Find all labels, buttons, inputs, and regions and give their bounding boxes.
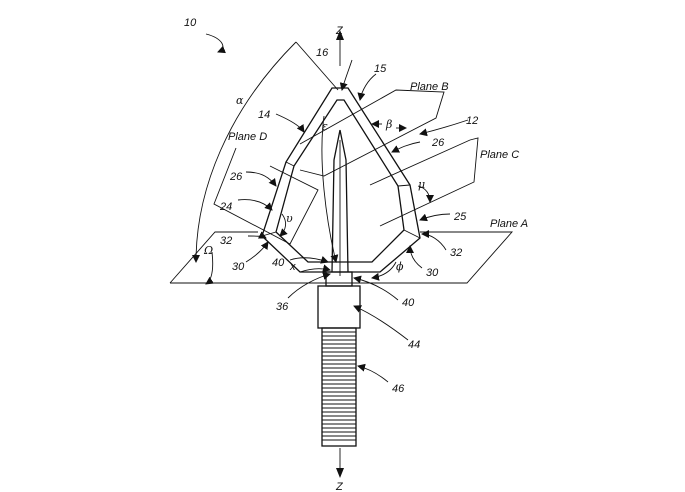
ref-25: 25 [453,211,467,223]
plane-c-label: Plane C [480,149,519,161]
ref-32-left: 32 [220,235,232,247]
plane-a [169,231,513,284]
plane-d-label: Plane D [228,131,267,143]
angle-alpha: α [236,94,244,107]
angle-symbols: α β ε μ υ Ω x ϕ [203,94,425,273]
plane-d [213,147,319,245]
plane-b [299,89,445,177]
plane-a-label: Plane A [490,218,528,230]
angle-beta: β [385,118,392,131]
z-axis-top-label: Z [335,25,344,37]
ferrule [317,271,361,329]
angle-mu: μ [418,178,425,191]
ref-16: 16 [316,47,329,59]
blade-body [261,87,421,273]
ref-12: 12 [466,115,478,127]
ref-14: 14 [258,109,270,121]
center-spike [331,129,349,276]
plane-labels: Plane B Plane C Plane D Plane A [228,81,528,230]
angle-omega: Ω [203,244,213,257]
plane-b-label: Plane B [410,81,449,93]
angle-upsilon: υ [286,212,293,225]
ref-44: 44 [408,339,420,351]
ref-40-left: 40 [272,257,285,269]
threaded-shank [321,327,357,447]
leader-lines [192,33,469,383]
ref-26-right: 26 [431,137,445,149]
reference-numerals: 10 16 15 14 12 26 26 24 25 32 32 30 30 4… [184,17,478,395]
z-axis-bottom-label: Z [335,481,344,492]
ref-15: 15 [374,63,387,75]
angle-phi: ϕ [396,260,404,273]
ref-40-right: 40 [402,297,415,309]
angle-epsilon: ε [322,120,328,133]
ref-24: 24 [219,201,232,213]
ref-26-left: 26 [229,171,243,183]
ref-32-right: 32 [450,247,462,259]
ref-30-right: 30 [426,267,439,279]
angle-chi: x [289,261,296,273]
ref-10: 10 [184,17,197,29]
ref-30-left: 30 [232,261,245,273]
ref-46: 46 [392,383,405,395]
z-axis [336,30,344,478]
plane-c [369,137,479,227]
ref-36: 36 [276,301,289,313]
